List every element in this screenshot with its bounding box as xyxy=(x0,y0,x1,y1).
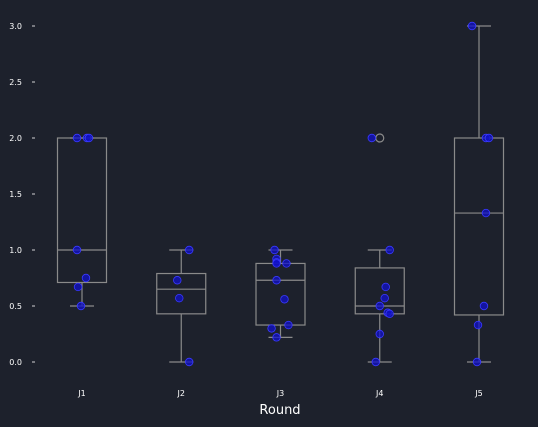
data-point xyxy=(272,259,281,268)
data-point xyxy=(72,133,82,143)
data-point xyxy=(472,357,482,367)
data-point xyxy=(184,245,194,255)
iqr-box xyxy=(56,137,108,284)
data-point xyxy=(76,301,86,311)
x-tick-label: J3 xyxy=(276,389,284,398)
data-point xyxy=(272,276,281,285)
data-point xyxy=(380,293,389,303)
data-point xyxy=(385,309,394,319)
data-point xyxy=(84,133,94,143)
y-tick-label: 2.0 xyxy=(9,134,22,143)
data-point xyxy=(175,293,184,303)
data-point xyxy=(375,329,384,339)
data-point xyxy=(375,301,384,311)
data-point xyxy=(272,333,281,342)
x-tick-label: J4 xyxy=(375,389,383,398)
x-tick-label: J2 xyxy=(177,389,185,398)
iqr-box xyxy=(255,262,306,326)
iqr-box xyxy=(453,137,505,316)
y-tick-label: 0.0 xyxy=(9,358,22,367)
data-point xyxy=(270,245,279,255)
outlier-marker xyxy=(375,133,385,143)
data-point xyxy=(484,133,494,143)
data-point xyxy=(481,208,491,218)
box-j4 xyxy=(354,133,405,363)
point-series xyxy=(72,21,494,367)
iqr-box xyxy=(156,272,207,315)
x-tick-label: J5 xyxy=(474,389,482,398)
data-point xyxy=(267,324,276,333)
data-point xyxy=(72,245,82,255)
box-j1 xyxy=(56,137,108,307)
y-tick-label: 3.0 xyxy=(9,22,22,31)
data-point xyxy=(385,245,394,255)
data-point xyxy=(381,282,390,292)
box-j5 xyxy=(453,25,505,363)
y-tick-label: 1.0 xyxy=(9,246,22,255)
data-point xyxy=(184,357,194,367)
data-point xyxy=(282,259,291,268)
box-j2 xyxy=(156,249,207,363)
data-point xyxy=(467,21,477,31)
box-series xyxy=(56,25,505,363)
x-tick-label: J1 xyxy=(77,389,85,398)
iqr-box xyxy=(354,267,405,315)
data-point xyxy=(73,282,83,292)
y-tick-label: 1.5 xyxy=(9,190,22,199)
x-axis-title: Round xyxy=(259,403,300,418)
data-point xyxy=(284,320,293,330)
data-point xyxy=(81,273,91,283)
data-point xyxy=(367,133,377,143)
data-point xyxy=(371,357,380,367)
data-point xyxy=(473,320,483,330)
data-point xyxy=(173,276,182,285)
y-tick-label: 0.5 xyxy=(9,302,22,311)
y-axis: 0.0 0.5 1.0 1.5 2.0 2.5 3.0 xyxy=(9,22,35,367)
data-point xyxy=(280,295,289,304)
y-tick-label: 2.5 xyxy=(9,78,22,87)
data-point xyxy=(479,301,489,311)
x-axis: J1 J2 J3 J4 J5 xyxy=(77,389,482,398)
